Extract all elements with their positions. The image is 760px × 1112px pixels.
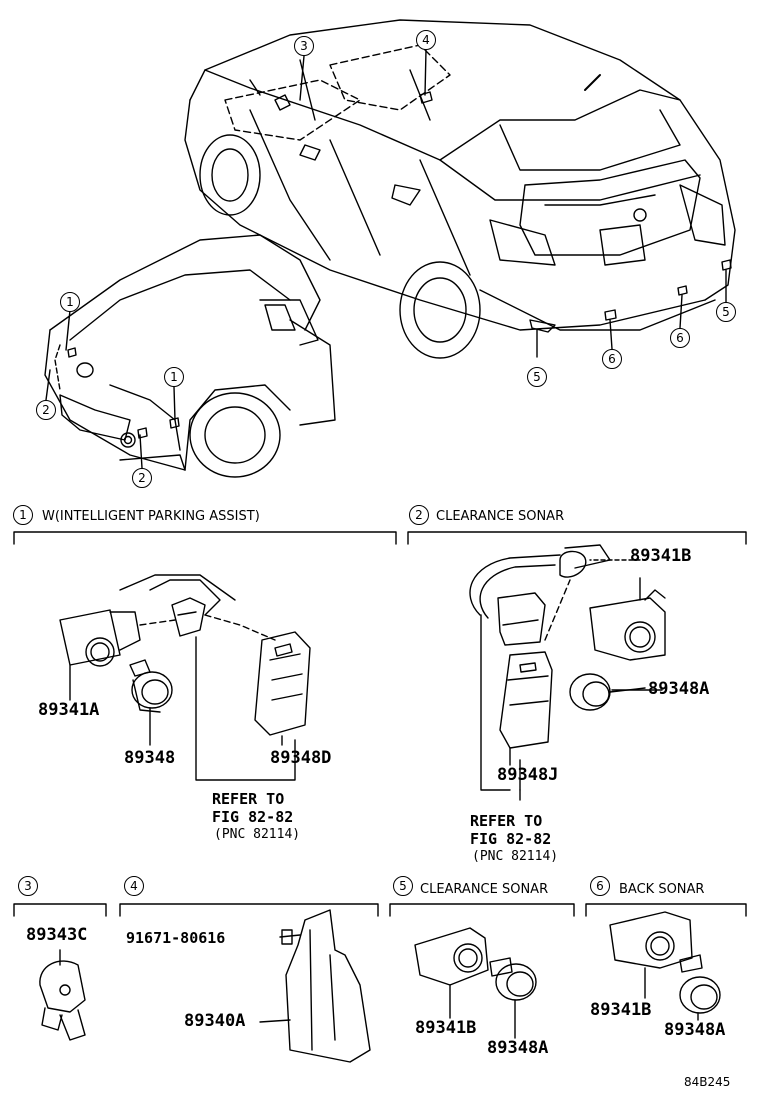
ref-left-line3: (PNC 82114) — [214, 827, 301, 842]
section-1-parts — [59, 574, 311, 781]
part-number-89343c: 89343C — [26, 925, 88, 945]
part-number-89348a: 89348A — [648, 679, 710, 699]
section-1-title: W(INTELLIGENT PARKING ASSIST) — [42, 509, 260, 524]
section-4-number: 4 — [124, 876, 144, 896]
part-number-89341b: 89341B — [415, 1018, 477, 1038]
section-5-title: CLEARANCE SONAR — [420, 882, 549, 897]
ref-right-line1: REFER TO — [470, 812, 543, 830]
section-2-parts — [469, 544, 666, 801]
section-5-parts — [414, 927, 537, 1039]
section-6-parts — [609, 911, 721, 1021]
section-3-number: 3 — [18, 876, 38, 896]
part-number-89348a: 89348A — [487, 1038, 549, 1058]
rear-vehicle-illustration — [184, 19, 736, 359]
section-3-part — [39, 949, 86, 1041]
ref-right-line3: (PNC 82114) — [472, 849, 559, 864]
front-vehicle-illustration — [44, 234, 336, 478]
part-number-91671-80616: 91671-80616 — [126, 929, 226, 947]
ref-left-line1: REFER TO — [212, 790, 285, 808]
callout-6: 6 — [670, 328, 690, 348]
part-number-89341b: 89341B — [630, 546, 692, 566]
section-2-number: 2 — [409, 505, 429, 525]
section-1-number: 1 — [13, 505, 33, 525]
callout-2: 2 — [132, 468, 152, 488]
part-number-89348j: 89348J — [497, 765, 559, 785]
callout-1: 1 — [164, 367, 184, 387]
callout-6: 6 — [602, 349, 622, 369]
part-number-89348: 89348 — [124, 748, 176, 768]
part-number-89341a: 89341A — [38, 700, 100, 720]
section-4-part — [259, 909, 371, 1063]
ref-left-line2: FIG 82-82 — [212, 808, 294, 826]
callout-1: 1 — [60, 292, 80, 312]
section-5-number: 5 — [393, 876, 413, 896]
callout-2: 2 — [36, 400, 56, 420]
callout-3: 3 — [294, 36, 314, 56]
callout-5: 5 — [716, 302, 736, 322]
part-number-89340a: 89340A — [184, 1011, 246, 1031]
part-number-89341b: 89341B — [590, 1000, 652, 1020]
part-number-89348d: 89348D — [270, 748, 332, 768]
section-6-number: 6 — [590, 876, 610, 896]
ref-right-line2: FIG 82-82 — [470, 830, 552, 848]
callout-5: 5 — [527, 367, 547, 387]
figure-code: 84B245 — [684, 1075, 731, 1089]
section-2-title: CLEARANCE SONAR — [436, 509, 565, 524]
callout-4: 4 — [416, 30, 436, 50]
part-number-89348a: 89348A — [664, 1020, 726, 1040]
section-6-title: BACK SONAR — [619, 882, 705, 897]
